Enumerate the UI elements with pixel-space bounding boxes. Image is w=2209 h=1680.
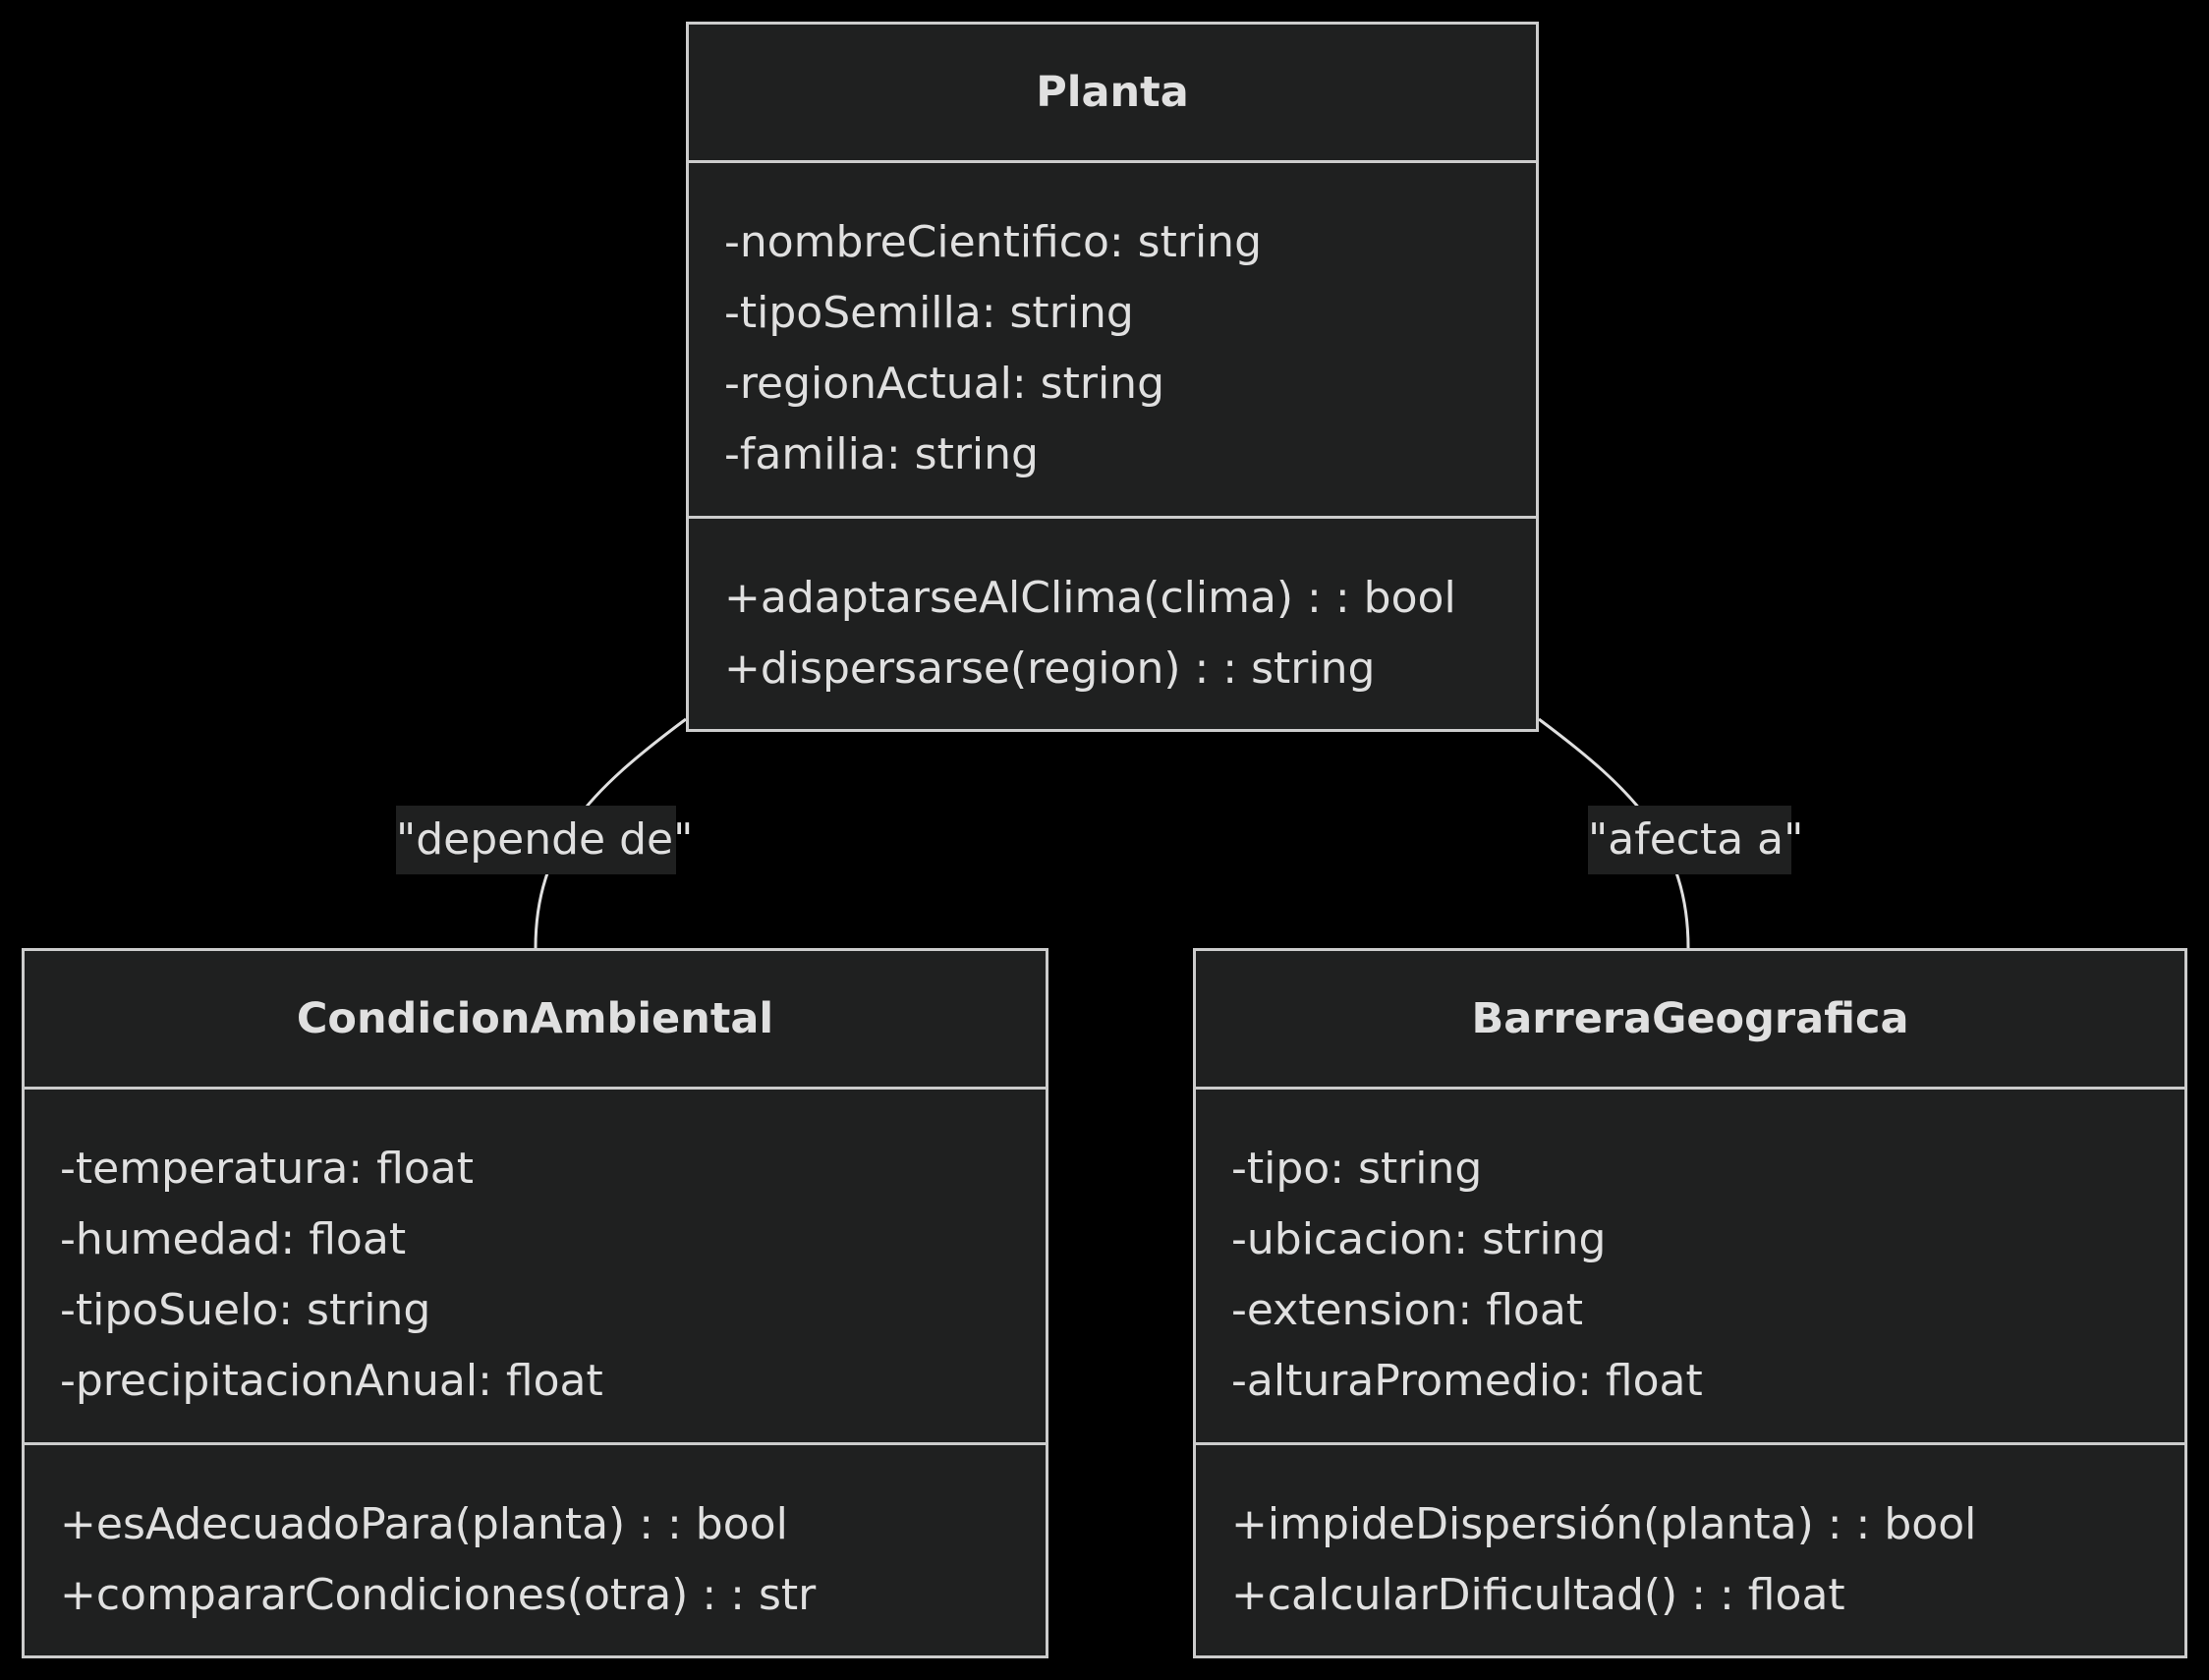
class-box-planta[interactable]: Planta -nombreCientifico: string -tipoSe… [686,22,1539,732]
class-name: Planta [689,25,1536,163]
attribute-row: -tipoSuelo: string [60,1285,431,1335]
relation-label-afecta-a: "afecta a" [1588,806,1803,874]
method-row: +adaptarseAlClima(clima) : : bool [724,573,1456,623]
class-box-barrera-geografica[interactable]: BarreraGeografica -tipo: string -ubicaci… [1193,948,2187,1658]
methods-section: +impideDispersión(planta) : : bool +calc… [1196,1445,2184,1631]
attribute-row: -regionActual: string [724,359,1164,409]
attribute-row: -temperatura: float [60,1144,474,1194]
attribute-row: -humedad: float [60,1214,407,1264]
attribute-row: -extension: float [1231,1285,1584,1335]
attributes-section: -temperatura: float -humedad: float -tip… [25,1090,1046,1445]
attributes-section: -tipo: string -ubicacion: string -extens… [1196,1090,2184,1445]
method-row: +compararCondiciones(otra) : : str [60,1570,817,1620]
method-row: +dispersarse(region) : : string [724,644,1376,694]
class-name: BarreraGeografica [1196,951,2184,1090]
attribute-row: -tipo: string [1231,1144,1483,1194]
attribute-row: -alturaPromedio: float [1231,1356,1703,1406]
attribute-row: -familia: string [724,429,1039,479]
attribute-row: -precipitacionAnual: float [60,1356,603,1406]
method-row: +impideDispersión(planta) : : bool [1231,1499,1977,1549]
class-box-condicion-ambiental[interactable]: CondicionAmbiental -temperatura: float -… [22,948,1048,1658]
method-row: +calcularDificultad() : : float [1231,1570,1845,1620]
methods-section: +esAdecuadoPara(planta) : : bool +compar… [25,1445,1046,1631]
attribute-row: -nombreCientifico: string [724,217,1262,267]
attribute-row: -tipoSemilla: string [724,288,1134,338]
relation-label-depende-de: "depende de" [396,806,693,874]
attribute-row: -ubicacion: string [1231,1214,1607,1264]
attributes-section: -nombreCientifico: string -tipoSemilla: … [689,163,1536,519]
methods-section: +adaptarseAlClima(clima) : : bool +dispe… [689,519,1536,704]
class-name: CondicionAmbiental [25,951,1046,1090]
method-row: +esAdecuadoPara(planta) : : bool [60,1499,788,1549]
